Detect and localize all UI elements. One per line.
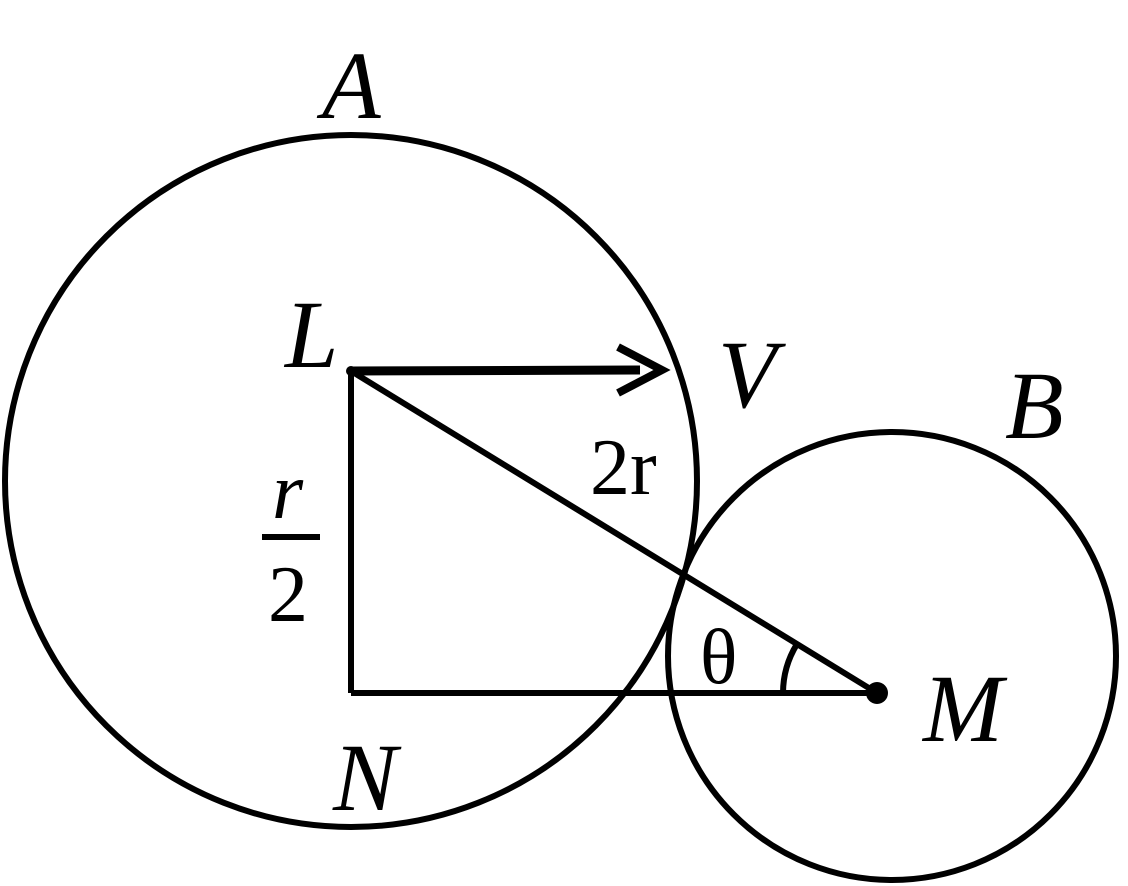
point-l-dot (346, 366, 356, 376)
label-theta: θ (700, 613, 737, 700)
label-l: L (283, 281, 338, 388)
label-n: N (332, 724, 402, 831)
velocity-arrow-head (616, 343, 671, 397)
point-m-dot (866, 682, 888, 704)
angle-arc (780, 642, 800, 694)
label-m: M (921, 655, 1008, 762)
label-b: B (1005, 352, 1064, 459)
circle-a (2, 132, 700, 830)
label-r-numerator: r (272, 448, 304, 536)
label-2r: 2r (590, 424, 657, 512)
circle-b (665, 429, 1119, 883)
hypotenuse-lm (349, 368, 879, 696)
label-a: A (316, 32, 381, 139)
label-2-denominator: 2 (268, 551, 308, 639)
label-v: V (718, 321, 786, 428)
velocity-arrow-shaft (350, 365, 641, 376)
